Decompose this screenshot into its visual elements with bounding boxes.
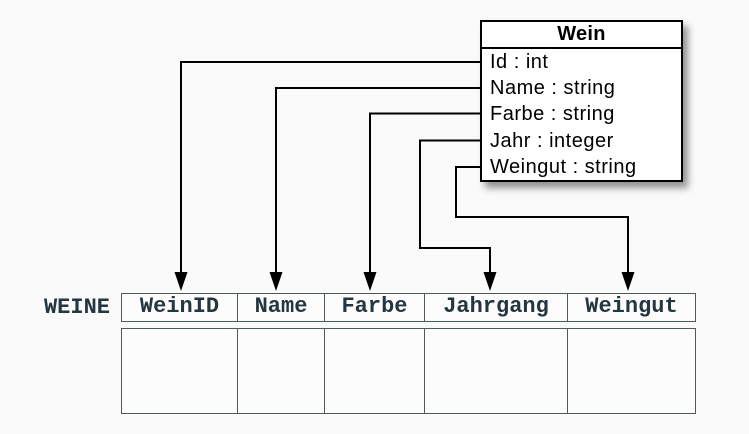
table-cell <box>324 329 424 413</box>
arrowhead-weingut-to-weingut <box>621 272 635 291</box>
table-name-label: WEINE <box>43 295 110 320</box>
column-header-name: Name <box>237 294 324 321</box>
column-header-jahrgang: Jahrgang <box>424 294 567 321</box>
column-header-weingut: Weingut <box>567 294 695 321</box>
class-attribute-farbe: Farbe : string <box>490 103 615 126</box>
arrowhead-id-to-weinid <box>174 272 188 291</box>
table-cell <box>237 329 324 413</box>
connector-weingut-to-weingut <box>455 166 629 273</box>
class-attribute-id: Id : int <box>490 51 549 73</box>
table-cell <box>567 329 695 413</box>
table-cell <box>122 329 237 413</box>
table-empty-row <box>121 328 696 414</box>
connector-name-to-name <box>275 87 482 273</box>
connector-id-to-weinid <box>180 61 482 273</box>
arrowhead-name-to-name <box>269 272 283 291</box>
class-attribute-name: Name : string <box>490 77 616 100</box>
arrowhead-jahr-to-jahrgang <box>483 272 497 291</box>
column-header-farbe: Farbe <box>324 294 424 321</box>
class-title: Wein <box>482 22 681 49</box>
class-attribute-weingut: Weingut : string <box>490 155 637 178</box>
arrowhead-farbe-to-farbe <box>363 272 377 291</box>
table-header-row: WeinID Name Farbe Jahrgang Weingut <box>121 293 696 322</box>
table-cell <box>424 329 567 413</box>
uml-class-wein: Wein Id : int Name : string Farbe : stri… <box>480 20 683 182</box>
connector-farbe-to-farbe <box>369 112 482 273</box>
class-attribute-jahr: Jahr : integer <box>490 129 614 152</box>
connector-jahr-to-jahrgang <box>419 139 491 273</box>
column-header-weinid: WeinID <box>139 294 220 319</box>
